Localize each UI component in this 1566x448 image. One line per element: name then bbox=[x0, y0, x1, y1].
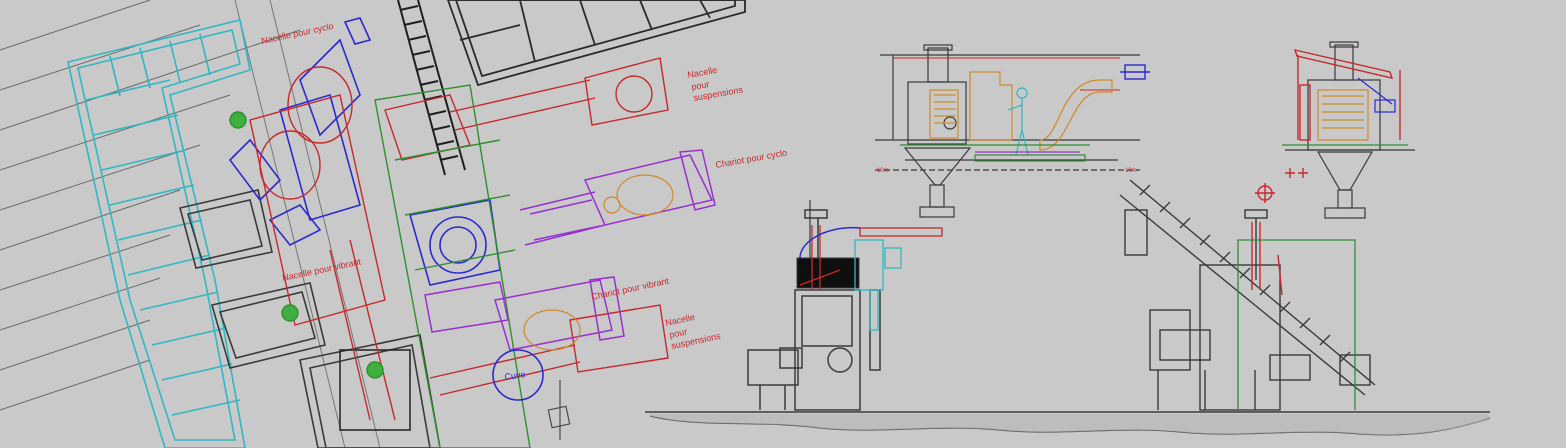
label-nacelle-vibrant: Nacelle pour vibrant bbox=[281, 256, 362, 283]
chariot-vibrant-purple bbox=[424, 276, 625, 351]
elevation-right: 10m bbox=[1125, 168, 1137, 174]
label-nacelle-suspensions-1b: pour bbox=[691, 79, 710, 92]
plan-view: Nacelle pour cyclo Nacelle pour suspensi… bbox=[0, 0, 788, 448]
section-view-right bbox=[1255, 41, 1415, 219]
section-view-center: 10m 10m bbox=[875, 44, 1150, 218]
marker-square bbox=[547, 380, 571, 440]
plan-machine-blocks bbox=[179, 189, 441, 448]
mixer-elevation bbox=[747, 200, 943, 411]
ground-line bbox=[645, 411, 1491, 436]
elevation-left: 10m bbox=[877, 168, 889, 174]
label-nacelle-suspensions-1a: Nacelle bbox=[687, 65, 718, 80]
label-chariot-cyclo: Chariot pour cyclo bbox=[715, 148, 788, 170]
worker-figure bbox=[1007, 87, 1029, 156]
green-elements bbox=[229, 84, 531, 448]
label-cuve: Cuve bbox=[504, 369, 526, 382]
label-nacelle-suspensions-2a: Nacelle bbox=[664, 312, 695, 328]
cuve-circle bbox=[492, 349, 544, 401]
label-chariot-vibrant: Chariot pour vibrant bbox=[590, 276, 670, 302]
red-outline-group bbox=[249, 57, 669, 421]
chariot-cyclo-purple bbox=[519, 149, 716, 246]
mixer-black-housing bbox=[796, 257, 860, 289]
tank-orange bbox=[523, 174, 674, 351]
label-nacelle-cyclo: Nacelle pour cyclo bbox=[260, 21, 334, 46]
screw-conveyor-plan bbox=[397, 0, 466, 176]
plan-guide-lines bbox=[0, 0, 381, 448]
label-nacelle-suspensions-2b: pour bbox=[668, 326, 688, 340]
conveyor-elevation bbox=[1119, 179, 1376, 411]
cyan-platform-structure bbox=[67, 19, 251, 448]
building-grid bbox=[447, 0, 746, 87]
